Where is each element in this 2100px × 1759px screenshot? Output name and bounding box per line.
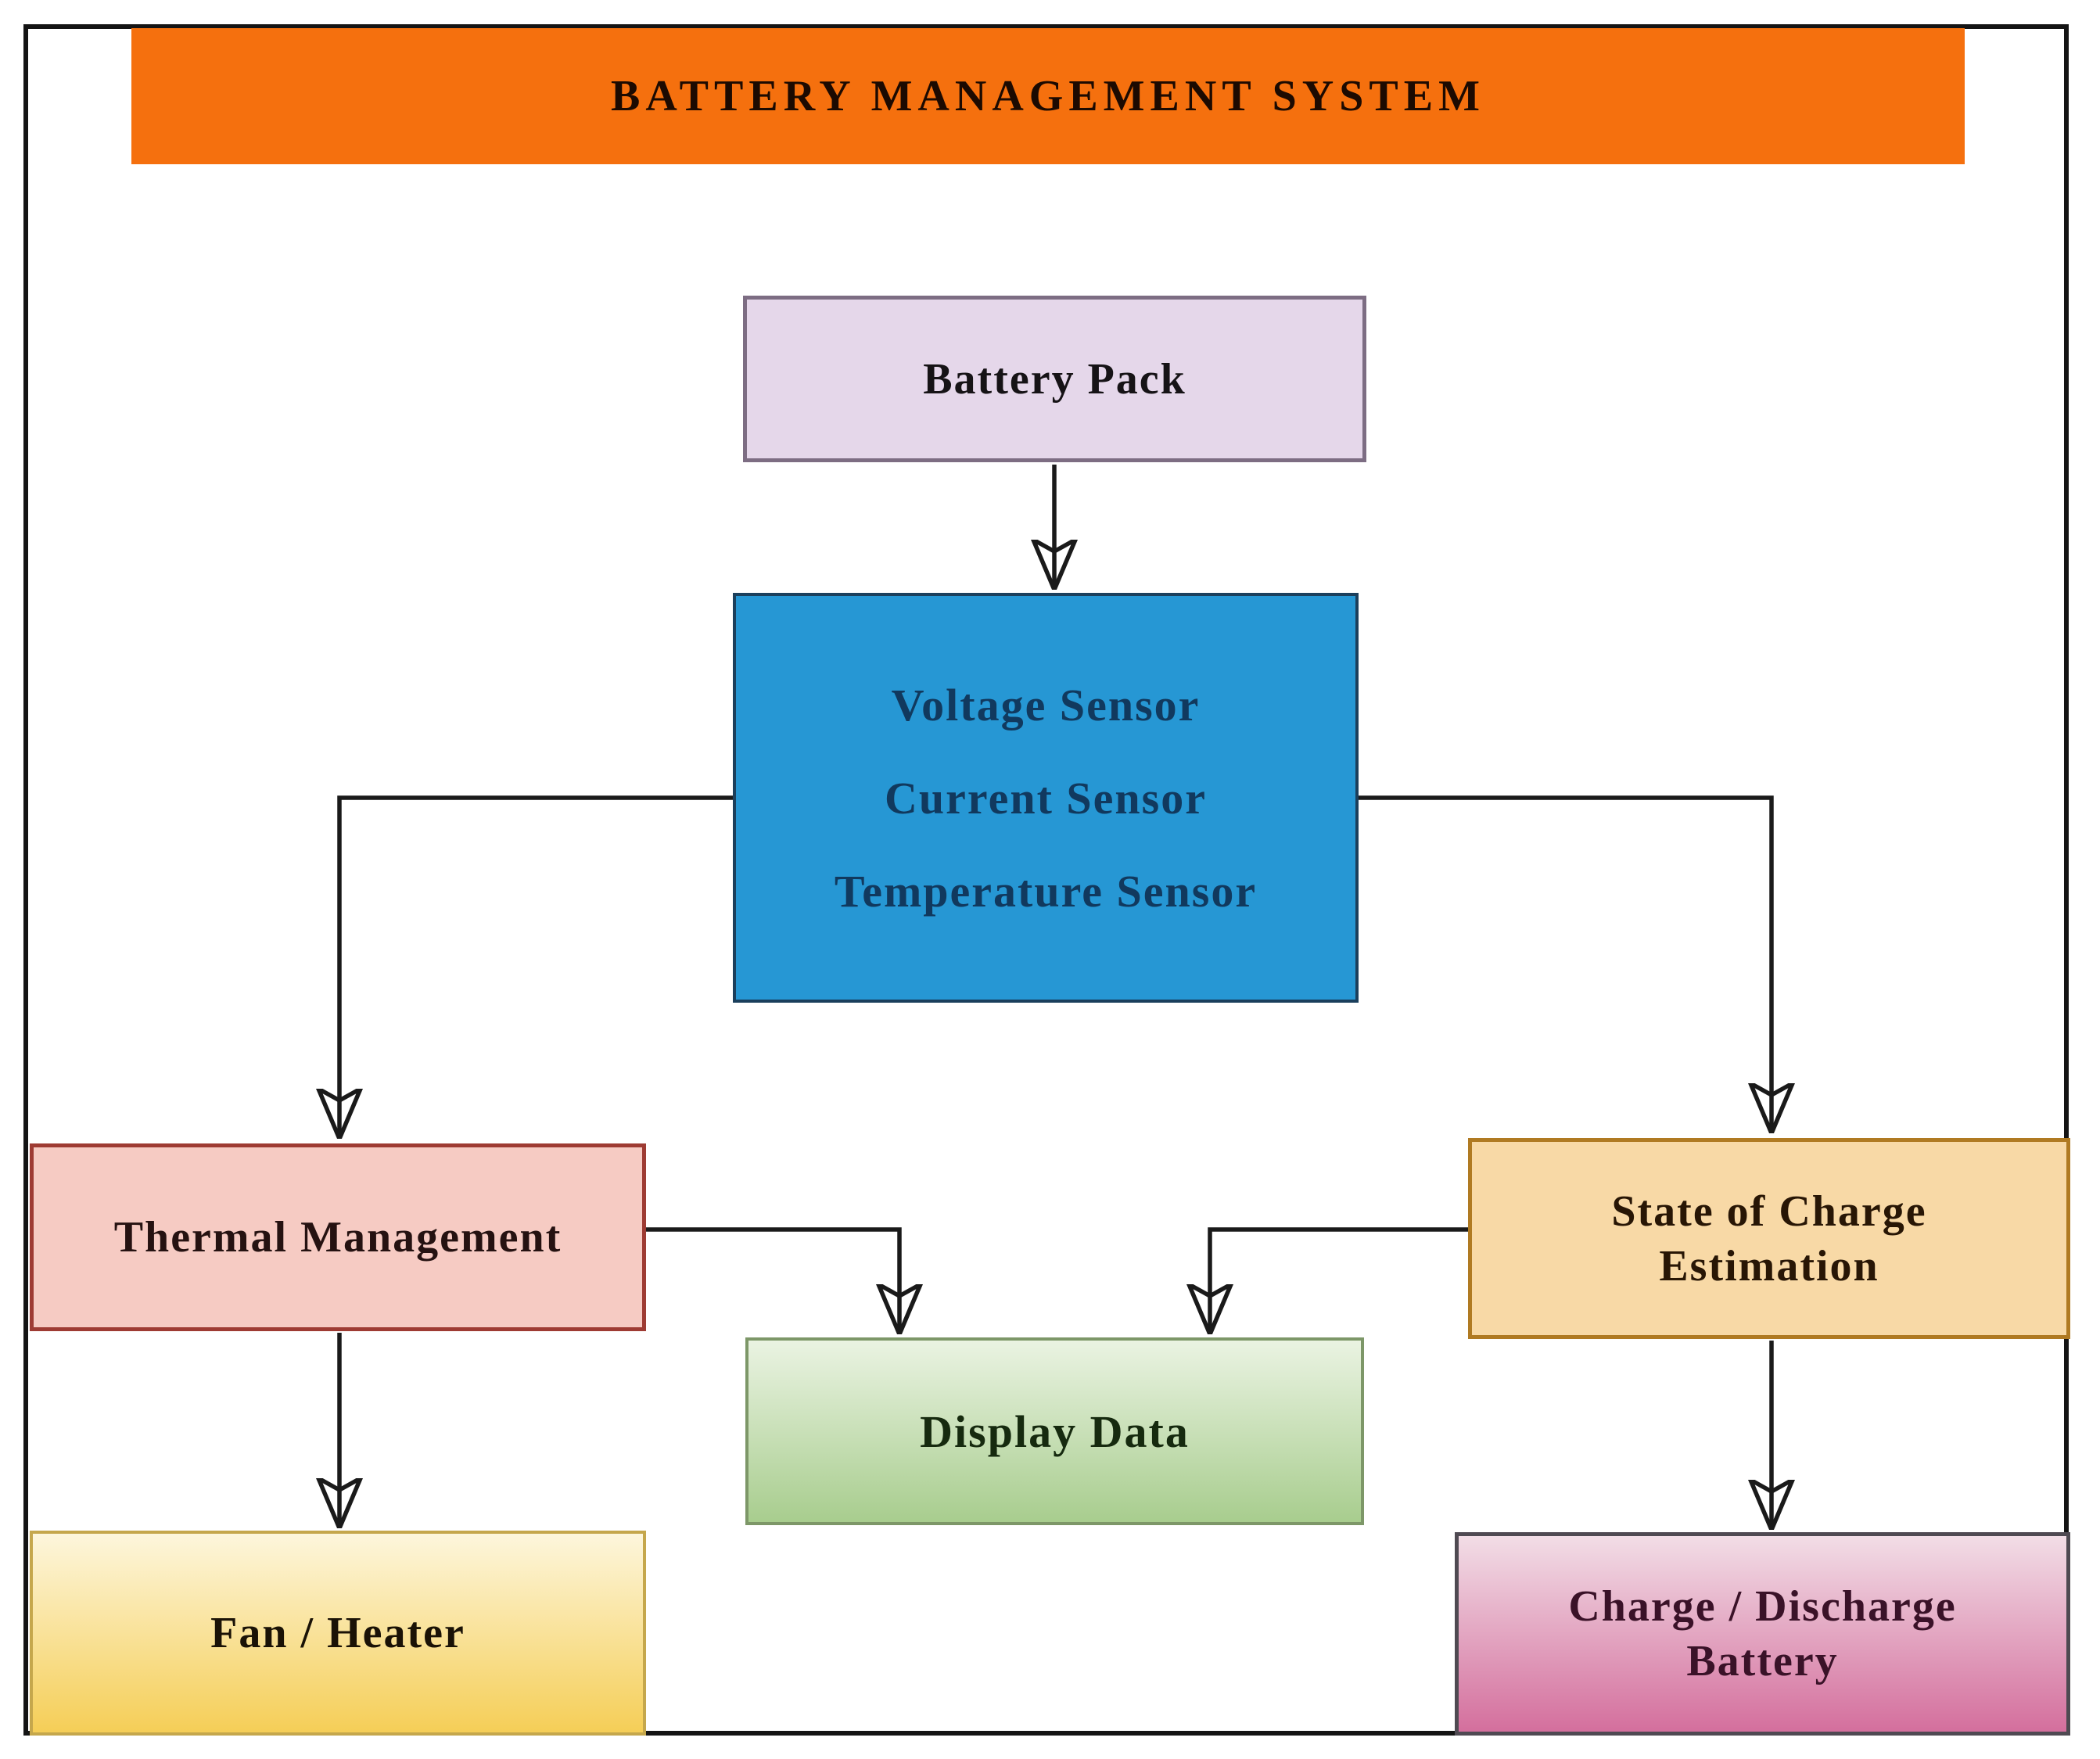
current-sensor-label: Current Sensor	[885, 772, 1207, 824]
diagram-frame	[23, 24, 2069, 1736]
diagram-title: BATTERY MANAGEMENT SYSTEM	[611, 72, 1485, 120]
diagram-title-banner: BATTERY MANAGEMENT SYSTEM	[131, 28, 1965, 164]
node-display-data: Display Data	[745, 1337, 1364, 1525]
node-fan-heater: Fan / Heater	[30, 1531, 646, 1736]
node-charge-discharge-battery: Charge / Discharge Battery	[1455, 1532, 2070, 1736]
display-data-label: Display Data	[920, 1405, 1190, 1457]
charge-discharge-label: Charge / Discharge Battery	[1568, 1582, 1957, 1685]
node-battery-pack: Battery Pack	[743, 296, 1366, 462]
node-thermal-management: Thermal Management	[30, 1143, 646, 1331]
node-sensor-block: Voltage Sensor Current Sensor Temperatur…	[733, 593, 1359, 1003]
battery-pack-label: Battery Pack	[923, 354, 1186, 404]
node-state-of-charge-estimation: State of Charge Estimation	[1468, 1138, 2070, 1339]
voltage-sensor-label: Voltage Sensor	[891, 679, 1201, 731]
thermal-management-label: Thermal Management	[113, 1213, 562, 1262]
temperature-sensor-label: Temperature Sensor	[834, 865, 1258, 917]
fan-heater-label: Fan / Heater	[210, 1609, 465, 1657]
state-of-charge-label: State of Charge Estimation	[1611, 1186, 1927, 1291]
